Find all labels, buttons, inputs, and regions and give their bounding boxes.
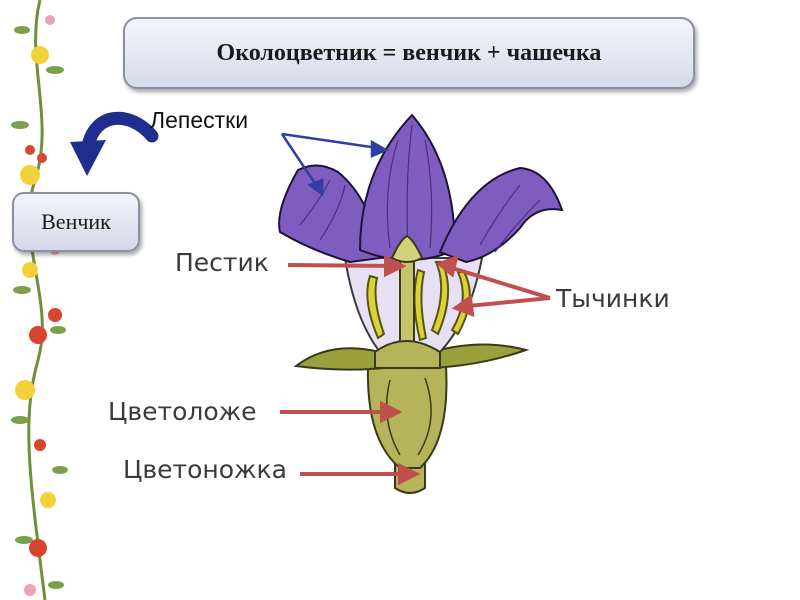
label-pistil: Пестик xyxy=(175,248,269,277)
pistil-arrow xyxy=(287,263,391,268)
petal-right xyxy=(438,166,564,264)
stamens-arrow-upper xyxy=(451,266,551,300)
label-stamens: Тычинки xyxy=(556,284,670,313)
title-box: Околоцветник = венчик + чашечка xyxy=(123,17,695,89)
receptacle-shape xyxy=(366,365,448,469)
pistil-stigma xyxy=(390,234,424,263)
stamen-4 xyxy=(450,271,471,336)
stamen-1 xyxy=(366,274,386,340)
corolla-box: Венчик xyxy=(12,192,140,252)
title-text: Околоцветник = венчик + чашечка xyxy=(216,39,602,66)
stamens-arrow-lower xyxy=(467,296,551,308)
petals-pointer xyxy=(280,132,389,197)
sepal-left xyxy=(293,347,387,371)
pistil-style xyxy=(399,259,415,346)
corolla-box-label: Венчик xyxy=(41,209,111,234)
label-petals: Лепестки xyxy=(150,107,249,133)
sepal-right xyxy=(428,343,530,370)
label-receptacle: Цветоложе xyxy=(108,397,257,426)
label-pedicel: Цветоножка xyxy=(123,455,287,484)
curved-arrow-icon xyxy=(70,111,159,176)
stamen-3 xyxy=(430,261,450,336)
petal-left xyxy=(278,164,382,264)
